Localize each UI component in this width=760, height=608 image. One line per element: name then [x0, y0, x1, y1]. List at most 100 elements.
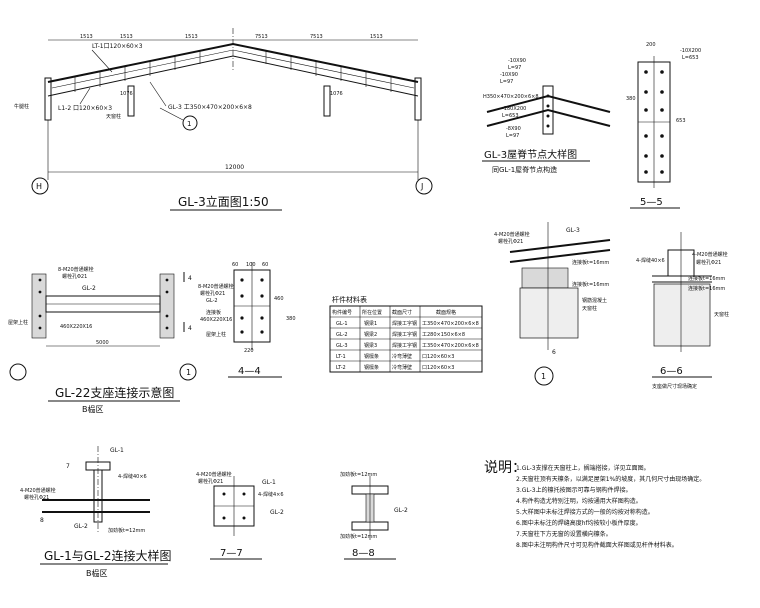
table-row: GL-1 钢梁1 焊接工字钢 工350×470×200×6×8 [336, 320, 479, 327]
ridge-label-3: L=97 [500, 79, 513, 85]
ridge-label-8: L=97 [506, 133, 519, 139]
sec44-title: 4—4 [238, 366, 261, 377]
gl22-title: GL-22支座连接示意图 [55, 385, 174, 400]
sec44-bolt-label: 8-M20普通螺栓 [198, 283, 234, 290]
svg-text:钢梁2: 钢梁2 [364, 331, 377, 338]
ridge-detail-title: GL-3屋脊节点大样图 [484, 148, 577, 161]
svg-text:钢檩条: 钢檩条 [364, 364, 379, 371]
sec77-title: 7—7 [220, 548, 243, 559]
ridge-label-7: -8X90 [506, 126, 521, 132]
svg-text:GL-1: GL-1 [336, 321, 348, 327]
note-item: 6.图中未标注的焊缝高度hf均按较小板件厚度。 [516, 519, 642, 527]
ridge-end-plate [542, 85, 554, 135]
section-5-5: 200 -10X200 L=653 380 653 5—5 [626, 42, 701, 209]
svg-text:焊接工字钢: 焊接工字钢 [392, 342, 417, 349]
note-item: 4.构件构造尤特别注明，均按通用大样图构造。 [516, 497, 642, 505]
dim-top-4: 7513 [255, 34, 268, 40]
ridge-beam-bottom [486, 108, 611, 127]
notes-block: 说明： 1.GL-3支撑在天窗柱上，搁端搭接，详见立面图。 2.天窗柱顶有天檩条… [484, 460, 705, 549]
sec44-dim-b: 100 [246, 262, 256, 268]
gl22-column-label: 屋架上柱 [8, 319, 28, 326]
sec44-beam-label: GL-2 [206, 298, 218, 304]
sec66-plate-1: 连接板t=16mm [688, 275, 725, 282]
ridge-label-2: -10X90 [500, 72, 518, 78]
gl22-bolts [38, 278, 169, 330]
window-column-right [323, 85, 331, 117]
table-header-1: 所在位置 [362, 309, 382, 316]
sec55-width: 200 [646, 42, 656, 48]
ridge-label-1: L=97 [508, 65, 521, 71]
purlin-marks [74, 51, 392, 92]
sec55-title: 5—5 [640, 197, 663, 208]
dim-top-5: 7513 [310, 34, 323, 40]
gl1gl2-cut-8: 8 [40, 517, 44, 524]
sec66-plate-2: 连接板t=16mm [688, 285, 725, 292]
table-title: 杆件材料表 [332, 295, 367, 304]
ridge-label-0: -10X90 [508, 58, 526, 64]
label-left-column: 牛腿柱 [14, 103, 29, 110]
gl22-axis-right [179, 363, 197, 381]
gl1gl2-weld-label: 4-焊缝40×6 [118, 473, 147, 480]
sec77-hole-label: 螺栓孔Φ21 [198, 478, 223, 485]
dim-bottom-right: 1076 [330, 91, 343, 97]
note-item: 7.天窗柱下方无窗的设置横向檩条。 [516, 530, 612, 538]
sec44-dim-width: 220 [244, 348, 254, 354]
axis-label-right: J [420, 182, 423, 191]
section-4-4: 60 100 60 220 460 380 8-M20普通螺栓 螺栓孔Φ21 G… [198, 262, 296, 378]
dim-top-1: 1513 [80, 34, 93, 40]
axis-bubble-left [31, 177, 49, 195]
gl1gl2-plate-label: 加劲板t=12mm [108, 527, 145, 534]
table-header-0: 构件编号 [332, 309, 352, 316]
svg-text:焊接工字钢: 焊接工字钢 [392, 320, 417, 327]
sec77-gl1-label: GL-1 [262, 479, 276, 486]
detail1-stiffener-zone [521, 267, 569, 289]
svg-text:GL-2: GL-2 [336, 332, 348, 338]
right-column [414, 77, 422, 121]
detail1-callout-number: 1 [541, 372, 546, 381]
gl1gl2-cut-7: 7 [66, 463, 70, 470]
detail1-plate-bottom: 连接板t=16mm [572, 281, 609, 288]
svg-text:钢梁3: 钢梁3 [364, 342, 377, 349]
sec44-bolts [240, 278, 264, 334]
detail1-hole-label: 螺栓孔Φ21 [498, 238, 523, 245]
gl1-gl2-detail: GL-1 4-焊缝40×6 4-M20普通螺栓 螺栓孔Φ21 GL-2 加劲板t… [20, 446, 171, 578]
detail1-cut: 6 [552, 349, 556, 356]
gl22-area: B榀区 [82, 404, 104, 414]
sec88-gl2-label: GL-2 [394, 507, 408, 514]
section-7-7: 4-M20普通螺栓 螺栓孔Φ21 GL-1 GL-2 4-焊缝4×6 7—7 [196, 471, 284, 560]
gl1gl2-bolt-label: 4-M20普通螺栓 [20, 487, 56, 494]
detail1-column-label-2: 天窗柱 [582, 305, 597, 312]
svg-text:焊接工字钢: 焊接工字钢 [392, 331, 417, 338]
gl1gl2-gl1-label: GL-1 [110, 447, 124, 454]
gl22-span: 5000 [96, 340, 109, 346]
left-column [44, 77, 52, 121]
sec55-plate-size: -10X200 [680, 48, 701, 54]
sec66-title: 6—6 [660, 366, 683, 377]
table-row: LT-2 钢檩条 冷弯薄壁 口120×60×3 [336, 364, 454, 371]
sec66-column-label: 天窗柱 [714, 311, 729, 318]
dim-bottom-left: 1076 [120, 91, 133, 97]
callout-number: 1 [187, 120, 191, 128]
sec66-subtitle: 支座做尺寸现场确定 [652, 383, 697, 390]
detail1-column-label: 钢筋混凝土 [582, 297, 607, 304]
sec44-column-label: 屋架上柱 [206, 331, 226, 338]
sec66-bolt-label: 4-M20普通螺栓 [692, 251, 728, 258]
elevation-title: GL-3立面图1:50 [178, 194, 269, 209]
notes-heading: 说明： [484, 460, 526, 476]
detail1-column [519, 287, 579, 339]
table-header-2: 截面尺寸 [392, 309, 412, 316]
table-row: LT-1 钢檩条 冷弯薄壁 口120×60×3 [336, 353, 454, 360]
svg-text:GL-3: GL-3 [336, 343, 348, 349]
gl22-axis-label: 1 [186, 368, 191, 377]
detail1-beam-bottom [509, 249, 611, 263]
axis-bubble-right [415, 177, 433, 195]
label-window-column: 天窗柱 [106, 113, 121, 120]
sec88-title: 8—8 [352, 548, 375, 559]
member-table: 杆件材料表 构件编号 所在位置 截面尺寸 截面规格 GL-1 钢梁1 焊接工字钢… [329, 295, 483, 373]
table-row: GL-2 钢梁2 焊接工字钢 工280×150×6×8 [336, 331, 465, 338]
sec55-dim-653: 653 [676, 118, 686, 124]
svg-text:冷弯薄壁: 冷弯薄壁 [392, 353, 412, 360]
table-row: GL-3 钢梁3 焊接工字钢 工350×470×200×6×8 [336, 342, 479, 349]
svg-text:工280×150×6×8: 工280×150×6×8 [422, 332, 465, 338]
